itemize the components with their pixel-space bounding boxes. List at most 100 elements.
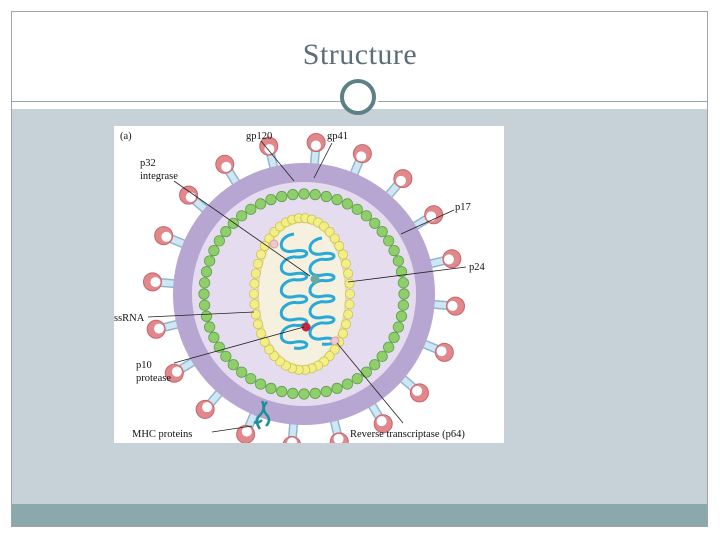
protease-molecule: [301, 322, 311, 332]
matrix-bead: [220, 350, 232, 362]
matrix-bead: [208, 331, 220, 343]
capsid-bead: [338, 328, 349, 339]
matrix-bead: [198, 288, 210, 300]
matrix-bead: [236, 210, 248, 222]
matrix-bead: [309, 387, 321, 399]
label-p32: p32: [140, 158, 156, 169]
matrix-bead: [287, 387, 299, 399]
matrix-bead: [208, 245, 220, 257]
spike-head-notch: [356, 151, 367, 162]
matrix-bead: [341, 378, 353, 390]
slide-title: Structure: [302, 38, 418, 71]
spike-head-notch: [412, 385, 423, 396]
capsid-bead: [264, 344, 275, 355]
label-p17: p17: [455, 202, 471, 213]
matrix-bead: [227, 359, 239, 371]
rt-molecule-top: [269, 239, 279, 249]
matrix-bead: [298, 188, 310, 200]
matrix-bead: [213, 235, 225, 247]
capsid-bead: [255, 328, 266, 339]
matrix-bead: [309, 189, 321, 201]
matrix-bead: [276, 385, 288, 398]
capsid-bead: [250, 309, 261, 320]
title-divider-right: [378, 101, 708, 102]
capsid-bead: [343, 309, 354, 320]
capsid-bead: [341, 319, 352, 330]
spike-head-notch: [426, 211, 437, 222]
matrix-bead: [331, 382, 343, 394]
panel-label: (a): [120, 131, 132, 142]
label-p10: p10: [136, 360, 152, 371]
matrix-bead: [255, 378, 267, 390]
capsid-bead: [343, 268, 354, 279]
label-gp120: gp120: [246, 131, 272, 142]
matrix-bead: [341, 198, 353, 210]
matrix-bead: [287, 189, 299, 201]
spike-head-notch: [154, 323, 165, 334]
label-ssrna: ssRNA: [114, 313, 145, 324]
spike-head-notch: [171, 366, 182, 377]
label-mhc-proteins: MHC proteins: [132, 429, 192, 440]
spike-head-notch: [221, 161, 232, 172]
capsid-bead: [329, 233, 340, 244]
capsid-protein-layer: [248, 213, 355, 375]
spike-head-notch: [436, 346, 447, 357]
matrix-bead: [360, 210, 372, 222]
capsid-bead: [344, 288, 355, 299]
matrix-bead: [200, 310, 213, 322]
spike-head-notch: [161, 231, 172, 242]
virus-diagram: (a) gp120 gp41 p32 integrase p17 p24 ssR…: [114, 131, 486, 443]
matrix-bead: [200, 266, 213, 278]
matrix-bead: [397, 277, 409, 289]
capsid-bead: [334, 241, 345, 252]
matrix-bead: [220, 226, 232, 238]
capsid-bead: [324, 226, 335, 237]
matrix-bead: [398, 288, 410, 300]
label-gp41: gp41: [327, 131, 348, 142]
matrix-bead: [376, 350, 388, 362]
label-p24: p24: [469, 262, 486, 273]
title-divider-left: [12, 101, 342, 102]
matrix-bead: [360, 366, 372, 378]
matrix-bead: [199, 299, 211, 311]
matrix-bead: [397, 299, 409, 311]
integrase-molecule: [310, 274, 320, 284]
rna-strand-right: [308, 236, 336, 346]
ring-ornament-icon: [340, 79, 376, 115]
spike-head-notch: [287, 437, 298, 443]
spike-head-notch: [310, 140, 321, 151]
matrix-bead: [331, 194, 343, 206]
capsid-bead: [269, 351, 280, 362]
capsid-bead: [341, 258, 352, 269]
capsid-bead: [344, 299, 355, 310]
matrix-bead: [388, 331, 400, 343]
matrix-bead: [320, 385, 332, 398]
matrix-bead: [298, 388, 310, 400]
matrix-bead: [376, 226, 388, 238]
capsid-bead: [252, 319, 263, 330]
capsid-bead: [250, 268, 261, 279]
matrix-bead: [255, 198, 267, 210]
matrix-bead: [388, 245, 400, 257]
matrix-bead: [369, 359, 381, 371]
capsid-bead: [338, 249, 349, 260]
label-protease: protease: [136, 373, 171, 384]
matrix-bead: [392, 321, 404, 333]
label-integrase: integrase: [140, 171, 178, 182]
capsid-bead: [248, 288, 259, 299]
capsid-bead: [252, 258, 263, 269]
spike: [414, 249, 462, 272]
matrix-bead: [245, 203, 257, 215]
capsid-bead: [249, 278, 260, 289]
spike-head-notch: [150, 277, 161, 288]
matrix-bead: [351, 373, 363, 385]
matrix-bead: [395, 310, 408, 322]
spike-head-notch: [447, 300, 458, 311]
spike-head-notch: [185, 192, 196, 203]
matrix-bead: [245, 373, 257, 385]
capsid-bead: [255, 249, 266, 260]
matrix-bead: [395, 266, 408, 278]
spike-head-notch: [376, 416, 387, 427]
footer-bar: [12, 504, 707, 526]
label-reverse-transcriptase: Reverse transcriptase (p64): [350, 429, 465, 440]
